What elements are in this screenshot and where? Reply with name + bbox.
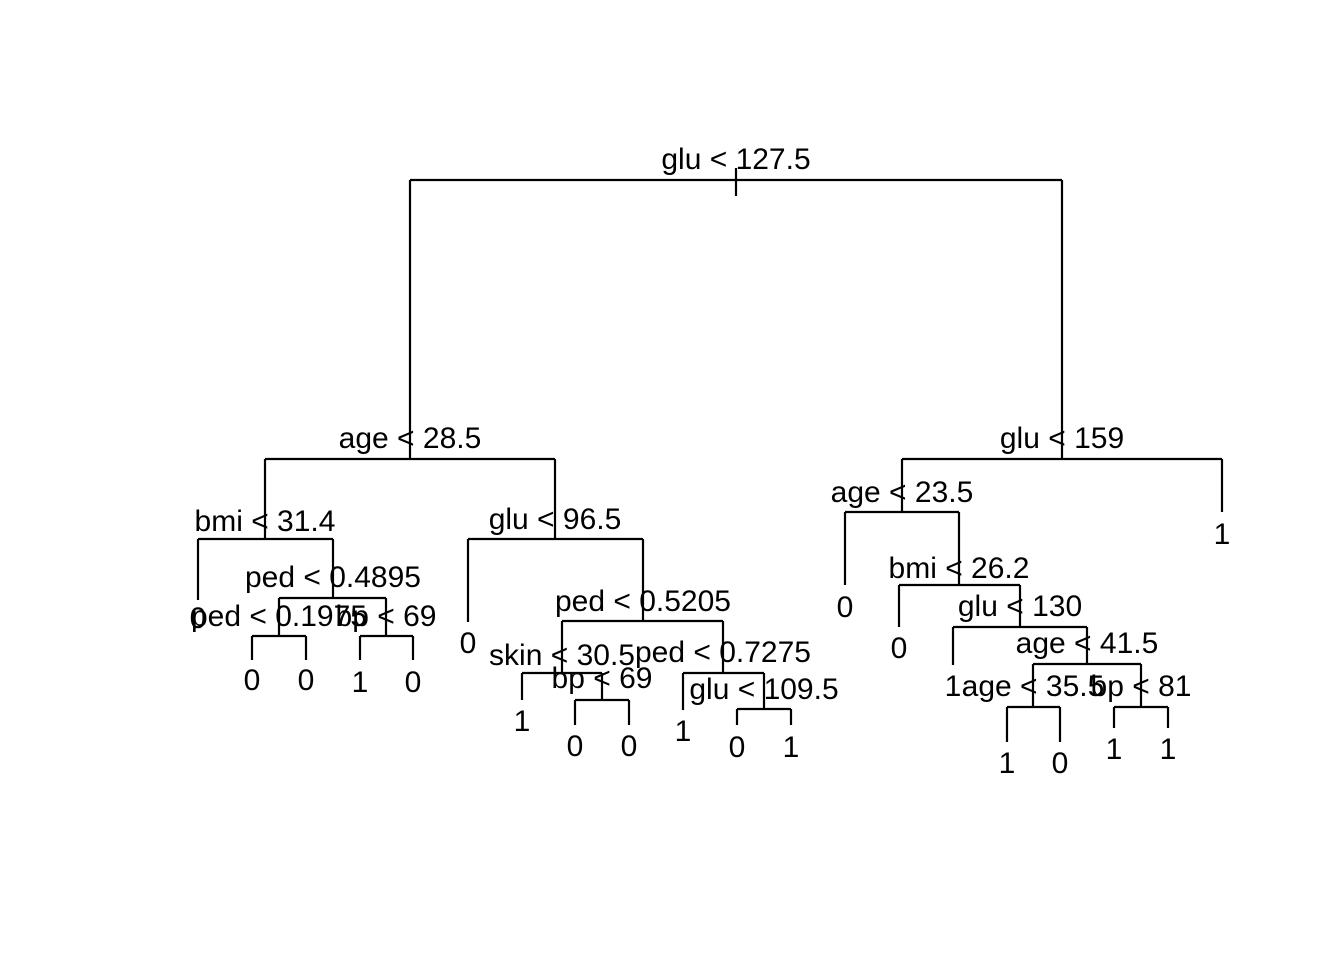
split-label: bp < 69 <box>552 662 653 695</box>
split-label: glu < 96.5 <box>489 503 622 536</box>
split-label: glu < 130 <box>958 590 1082 623</box>
leaf-label: 0 <box>567 730 584 763</box>
leaf-labels: 0 0 0 1 0 0 1 0 0 1 0 1 0 0 1 1 0 1 1 1 <box>190 518 1231 780</box>
split-label: age < 41.5 <box>1016 627 1159 660</box>
leaf-label: 1 <box>352 666 369 699</box>
leaf-label: 0 <box>837 591 854 624</box>
split-label: bp < 81 <box>1091 670 1192 703</box>
split-label: bp < 69 <box>336 600 437 633</box>
leaf-label: 0 <box>891 632 908 665</box>
tree-branches <box>196 168 1224 742</box>
leaf-label: 0 <box>244 664 261 697</box>
leaf-label: 1 <box>514 705 531 738</box>
leaf-label: 0 <box>190 602 207 635</box>
leaf-label: 0 <box>621 730 638 763</box>
leaf-label: 0 <box>405 666 422 699</box>
split-label: age < 35.5 <box>962 670 1105 703</box>
leaf-label: 0 <box>1052 747 1069 780</box>
split-label: glu < 127.5 <box>661 143 810 176</box>
leaf-label: 1 <box>999 747 1016 780</box>
leaf-label: 1 <box>1160 733 1177 766</box>
split-label: ped < 0.1975 <box>191 600 367 633</box>
split-labels: glu < 127.5 age < 28.5 bmi < 31.4 ped < … <box>191 143 1191 706</box>
split-label: age < 28.5 <box>339 422 482 455</box>
split-label: glu < 109.5 <box>689 673 838 706</box>
split-label: ped < 0.4895 <box>245 561 421 594</box>
split-label: age < 23.5 <box>831 476 974 509</box>
leaf-label: 1 <box>675 715 692 748</box>
leaf-label: 0 <box>460 627 477 660</box>
leaf-label: 0 <box>729 731 746 764</box>
leaf-label: 1 <box>945 670 962 703</box>
split-label: bmi < 31.4 <box>195 505 336 538</box>
split-label: glu < 159 <box>1000 422 1124 455</box>
leaf-label: 0 <box>298 664 315 697</box>
split-label: bmi < 26.2 <box>889 552 1030 585</box>
split-label: ped < 0.7275 <box>635 636 811 669</box>
split-label: ped < 0.5205 <box>555 585 731 618</box>
split-label: skin < 30.5 <box>489 639 635 672</box>
leaf-label: 1 <box>1106 733 1123 766</box>
leaf-label: 1 <box>783 731 800 764</box>
leaf-label: 1 <box>1214 518 1231 551</box>
